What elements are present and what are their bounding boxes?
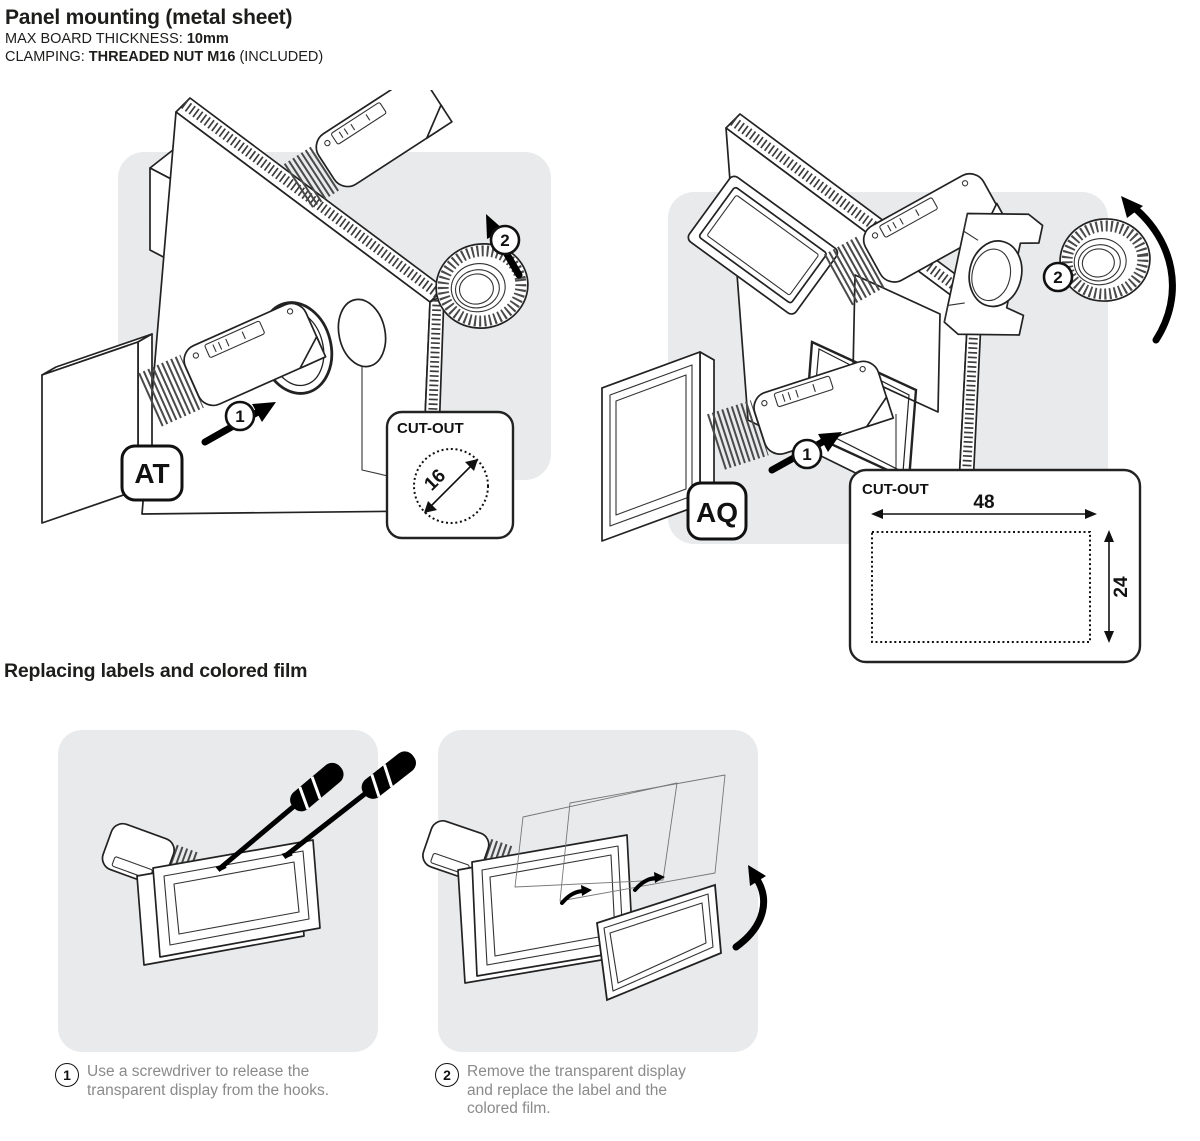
ce-marking-label — [204, 320, 265, 358]
cutout-height-value: 24 — [1111, 576, 1132, 598]
arrowhead — [1121, 196, 1143, 218]
variant-label-at: AT — [134, 458, 169, 489]
arrowhead — [748, 865, 766, 886]
cutout-label: CUT-OUT — [397, 420, 464, 437]
display-face — [173, 861, 300, 935]
step1-number-badge: 1 — [55, 1063, 79, 1087]
step-badge-2-number: 2 — [1053, 268, 1062, 287]
screwdriver-icon — [281, 751, 416, 859]
bezel-inner-frame — [163, 850, 310, 946]
removed-display-frame — [596, 883, 722, 1002]
step-badge-1-number: 1 — [802, 445, 811, 464]
step-badge-2 — [1042, 261, 1074, 293]
at-threaded-barrel — [138, 302, 327, 427]
device-step1 — [101, 822, 321, 966]
step2-number-badge: 2 — [435, 1063, 459, 1087]
cutout-label: CUT-OUT — [862, 481, 929, 498]
release-arrow-small — [633, 872, 665, 892]
step1-caption-row: 1 Use a screwdriver to release the trans… — [55, 1063, 345, 1100]
transparent-label-sheet — [514, 782, 678, 888]
cutout-circle — [413, 448, 489, 524]
ce-marking-label — [331, 102, 387, 145]
indicator-body — [862, 172, 1002, 283]
variant-label-at-box — [120, 444, 184, 502]
ce-marking-label — [773, 375, 834, 408]
variant-label-aq: AQ — [696, 497, 738, 528]
width-dimension: 48 — [871, 492, 1097, 519]
cutout-rect — [871, 531, 1091, 643]
indicator-body — [315, 90, 447, 188]
ce-marking-label — [879, 197, 938, 238]
cutout-callout-at: CUT-OUT 16 — [385, 410, 515, 540]
cutout-width-value: 48 — [973, 492, 994, 513]
spec2-label: CLAMPING: — [5, 49, 89, 65]
step-badge-1 — [224, 400, 256, 432]
spec2-suffix: (INCLUDED) — [235, 49, 324, 65]
diagram-at-panel-mounting: 1 AT 2 CUT-OUT 16 — [41, 90, 551, 540]
step-badge-1-number: 1 — [235, 407, 244, 426]
diagram-step1-release-display — [58, 730, 416, 1052]
spec-clamping: CLAMPING: THREADED NUT M16 (INCLUDED) — [5, 48, 323, 66]
step-badge-1 — [791, 438, 823, 470]
section1-header: Panel mounting (metal sheet) MAX BOARD T… — [5, 6, 323, 66]
mounting-clip — [943, 212, 1044, 336]
spec2-value: THREADED NUT M16 — [88, 49, 236, 65]
diagram-step2-replace-label — [422, 730, 768, 1052]
step2-caption-row: 2 Remove the transparent display and rep… — [435, 1063, 735, 1119]
at-body — [183, 302, 322, 407]
step1-caption: Use a screwdriver to release the transpa… — [87, 1063, 330, 1099]
arrowhead — [486, 214, 504, 239]
threaded-nut — [1059, 218, 1151, 302]
body-notch — [299, 335, 327, 370]
bezel-front — [152, 839, 321, 958]
aq-display-face — [615, 374, 687, 516]
spec-board-thickness: MAX BOARD THICKNESS: 10mm — [5, 30, 323, 48]
step2-caption: Remove the transparent display and repla… — [467, 1063, 686, 1118]
panel-hole-oval — [337, 298, 387, 368]
height-dimension: 24 — [1104, 530, 1132, 643]
threaded-nut — [435, 243, 529, 329]
cutout-leader-line — [361, 367, 389, 477]
body-notch — [865, 396, 895, 428]
transparent-film-sheet — [559, 774, 726, 902]
cutout-callout-aq: CUT-OUT 48 24 — [848, 468, 1142, 664]
indicator-through-panel — [283, 90, 453, 208]
arrowhead — [818, 432, 842, 452]
spec1-value: 10mm — [186, 31, 229, 47]
remove-arrow-large — [732, 865, 768, 951]
diagram-aq-panel-mounting: 1 AQ 2 CUT-OUT — [601, 113, 1176, 664]
screw-arrow-step2 — [1121, 196, 1176, 344]
section2-title: Replacing labels and colored film — [4, 660, 308, 682]
mounted-bezel — [687, 175, 839, 315]
arrowhead — [252, 402, 276, 422]
screwdriver-icon — [215, 762, 344, 872]
body-notch — [425, 104, 453, 140]
section1-title: Panel mounting (metal sheet) — [5, 6, 293, 29]
step-badge-2-number: 2 — [500, 231, 509, 250]
variant-label-aq-box — [686, 481, 748, 541]
thread-band — [283, 145, 341, 208]
step-badge-2 — [489, 224, 521, 256]
spec1-label: MAX BOARD THICKNESS: — [5, 31, 187, 47]
release-arrow-small — [560, 885, 592, 905]
